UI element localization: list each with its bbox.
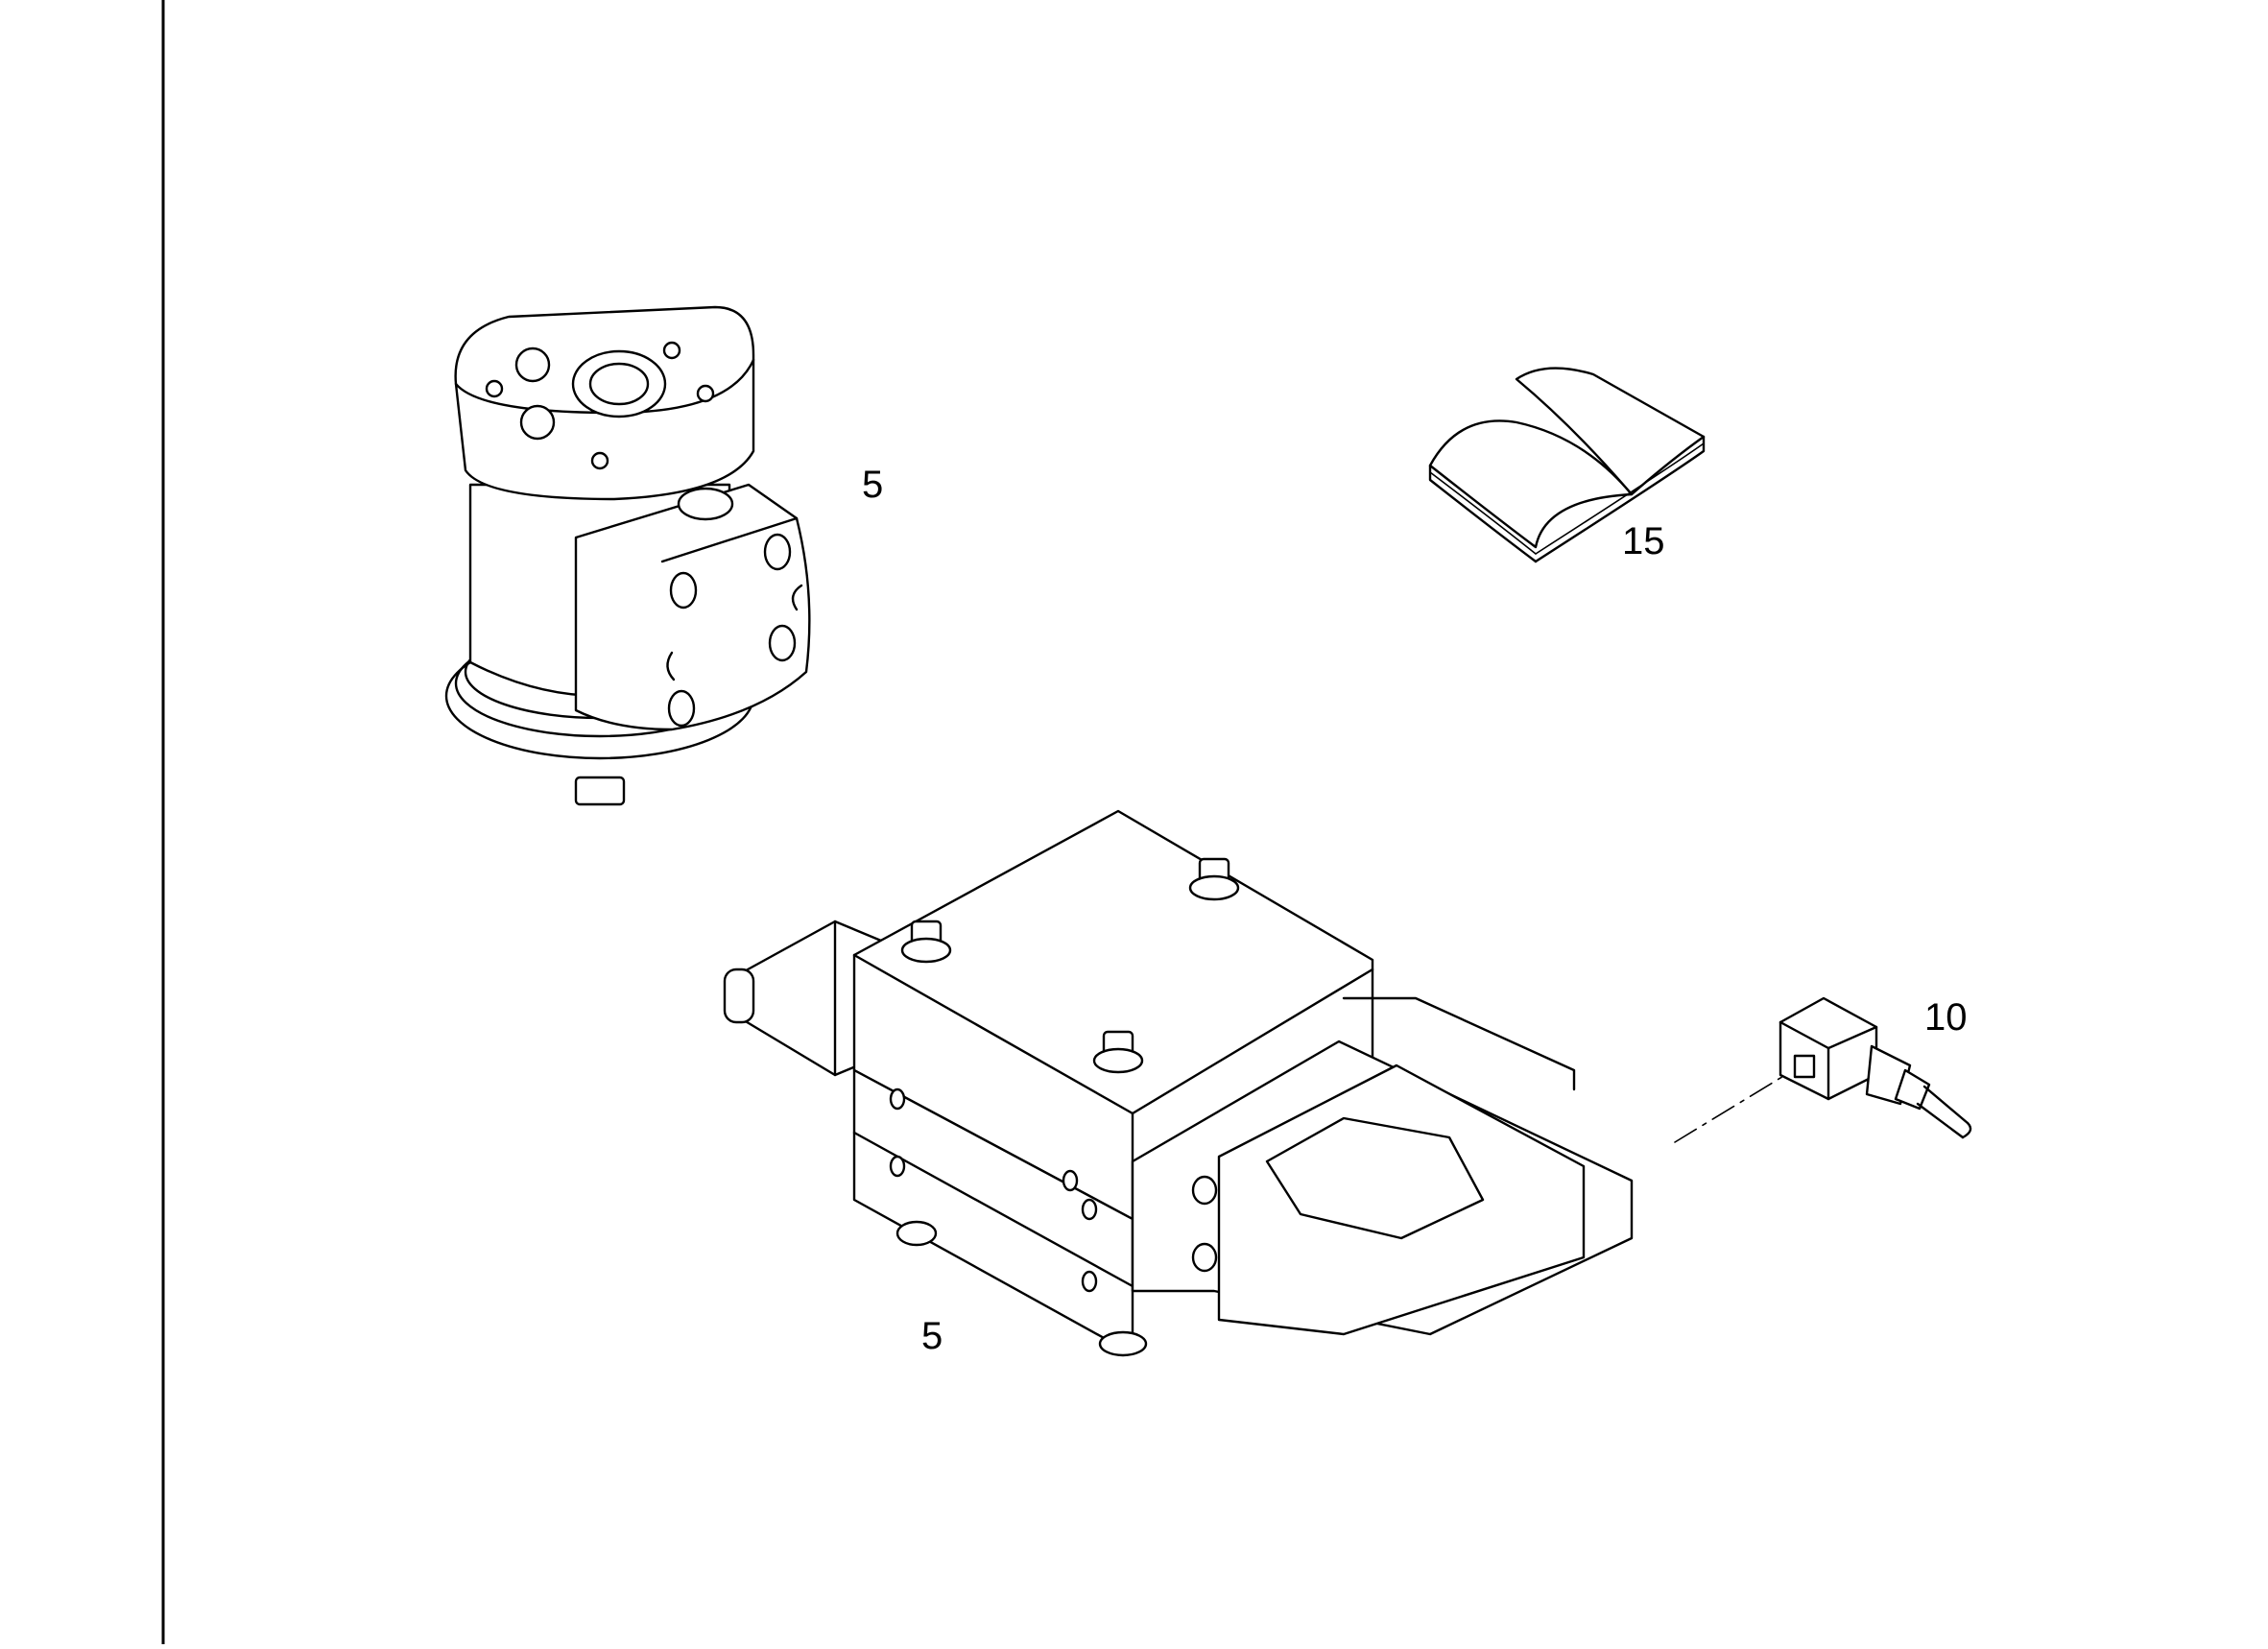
steering-unit-drawing[interactable] xyxy=(444,305,811,806)
callout-steering-unit: 5 xyxy=(862,464,884,506)
connector-plug-drawing[interactable] xyxy=(1674,996,1972,1143)
valve-block-drawing[interactable] xyxy=(723,809,1634,1357)
manual-book-drawing[interactable] xyxy=(1428,367,1706,563)
callout-valve-block: 5 xyxy=(921,1315,943,1357)
leader-dashdot-line xyxy=(1674,1074,1786,1143)
callout-manual: 15 xyxy=(1622,520,1665,562)
callout-connector: 10 xyxy=(1924,996,1968,1039)
